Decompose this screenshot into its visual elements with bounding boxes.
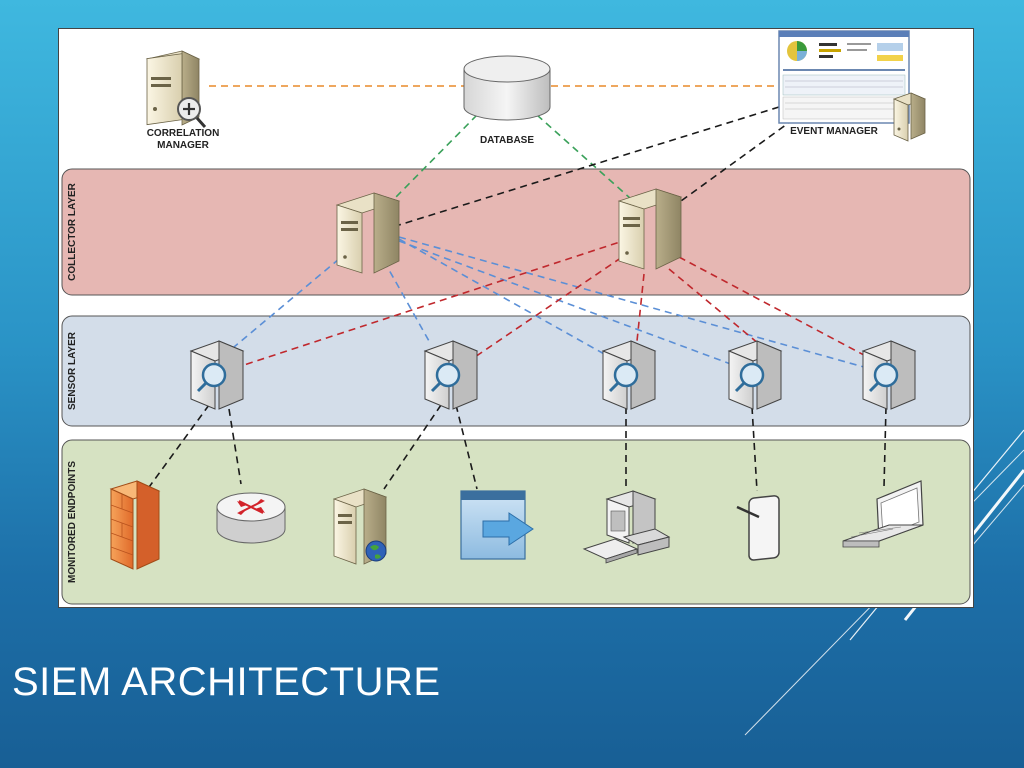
dashboard-screen-icon bbox=[778, 30, 910, 124]
sensor-icon bbox=[861, 340, 917, 410]
sensor-icon bbox=[601, 340, 657, 410]
sensor-3 bbox=[601, 340, 657, 410]
event-manager-label: EVENT MANAGER bbox=[790, 126, 879, 137]
magnifier-icon bbox=[177, 97, 207, 128]
desktop-computer-endpoint bbox=[582, 490, 671, 564]
laptop-endpoint bbox=[842, 480, 924, 548]
sensor-icon bbox=[189, 340, 245, 410]
firewall-endpoint bbox=[109, 480, 161, 570]
collector-layer-label: COLLECTOR LAYER bbox=[67, 182, 78, 281]
endpoints-layer-label: MONITORED ENDPOINTS bbox=[67, 461, 78, 583]
desktop-computer-icon bbox=[582, 490, 671, 564]
sensor-icon bbox=[727, 340, 783, 410]
server-icon bbox=[892, 92, 927, 142]
router-endpoint bbox=[216, 492, 286, 544]
link-database-collector-2 bbox=[536, 114, 632, 200]
sensor-1 bbox=[189, 340, 245, 410]
correlation-manager-label-line2: MANAGER bbox=[157, 140, 209, 151]
tablet-icon bbox=[736, 495, 780, 561]
web-server-endpoint bbox=[332, 488, 388, 565]
sensor-4 bbox=[727, 340, 783, 410]
server-icon bbox=[617, 188, 683, 270]
sensor-icon bbox=[423, 340, 479, 410]
correlation-manager-label-line1: CORRELATION bbox=[147, 128, 220, 139]
firewall-icon bbox=[109, 480, 161, 570]
application-icon bbox=[460, 490, 534, 560]
database-icon bbox=[463, 55, 551, 121]
database: DATABASE bbox=[463, 55, 551, 146]
collector-server-2 bbox=[617, 188, 683, 270]
event-manager: EVENT MANAGER bbox=[778, 30, 927, 142]
connection-lines bbox=[143, 85, 887, 495]
link-event-manager-collector-1 bbox=[398, 106, 780, 226]
router-icon bbox=[216, 492, 286, 544]
diagram-canvas: COLLECTOR LAYER SENSOR LAYER MONITORED E… bbox=[61, 30, 971, 605]
database-label: DATABASE bbox=[480, 135, 534, 146]
correlation-manager: CORRELATION MANAGER bbox=[145, 50, 220, 151]
sensor-layer-label: SENSOR LAYER bbox=[67, 331, 78, 410]
web-server-icon bbox=[332, 488, 388, 565]
slide-title: SIEM ARCHITECTURE bbox=[12, 660, 441, 704]
tablet-endpoint bbox=[736, 495, 780, 561]
server-icon bbox=[335, 192, 401, 274]
application-endpoint bbox=[460, 490, 534, 560]
sensor-2 bbox=[423, 340, 479, 410]
sensor-5 bbox=[861, 340, 917, 410]
laptop-icon bbox=[842, 480, 924, 548]
collector-server-1 bbox=[335, 192, 401, 274]
link-database-collector-1 bbox=[393, 114, 478, 200]
siem-architecture-diagram: COLLECTOR LAYER SENSOR LAYER MONITORED E… bbox=[58, 28, 974, 608]
collector-layer-band bbox=[61, 168, 971, 296]
